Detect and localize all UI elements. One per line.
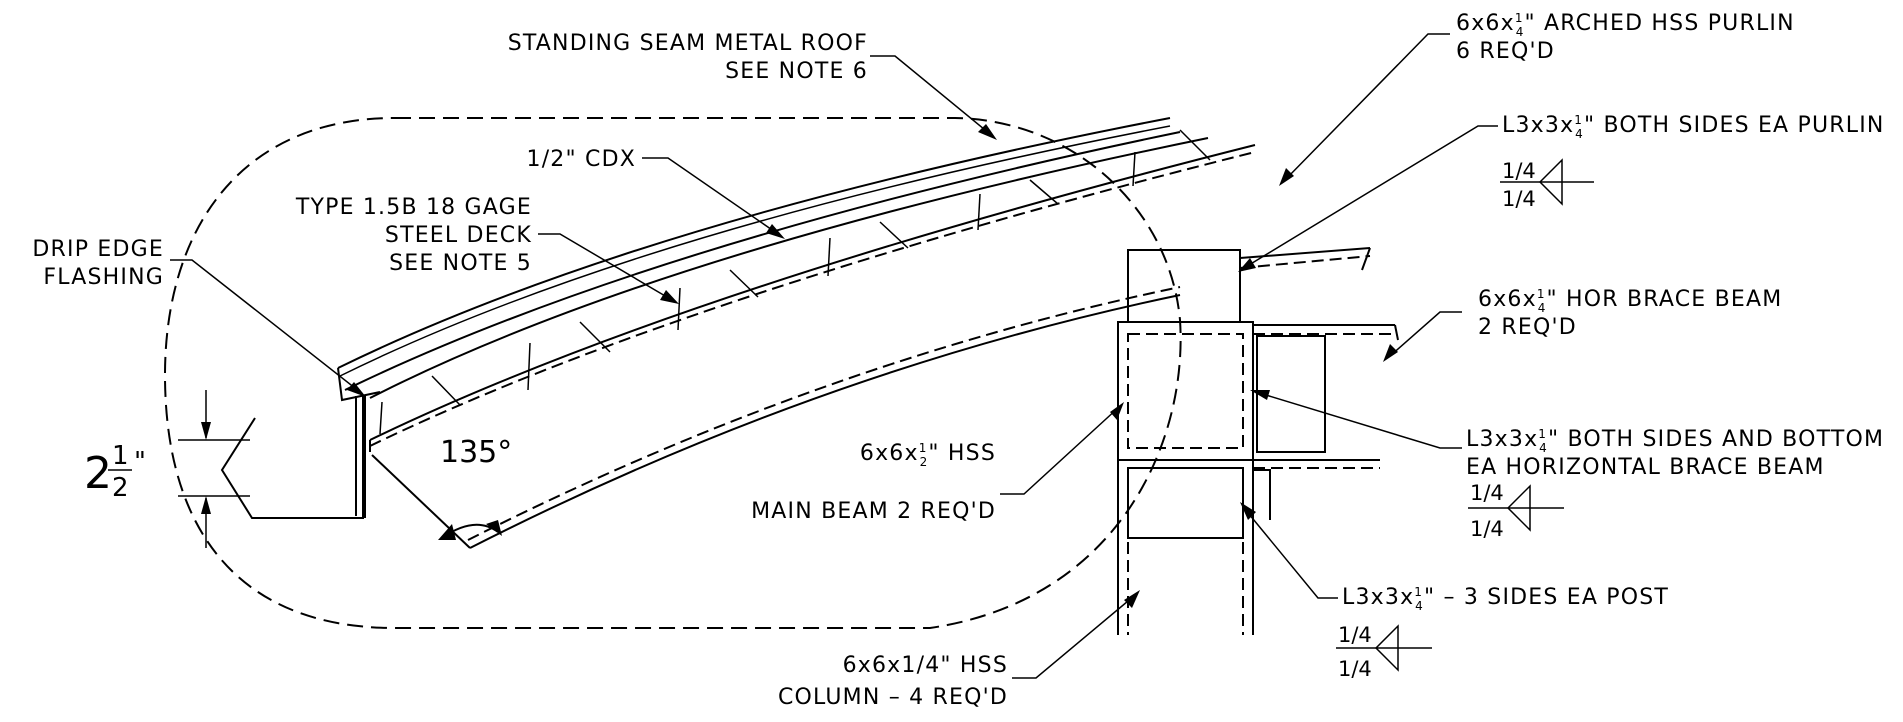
dimension-2-1-2: 2 1 2 " — [84, 390, 250, 548]
label-purlin-2: 6 REQ'D — [1456, 39, 1555, 64]
label-column-2: COLUMN – 4 REQ'D — [778, 685, 1008, 710]
svg-text:1/4: 1/4 — [1338, 623, 1372, 647]
roof-assembly — [337, 117, 1256, 447]
label-main-beam-2: MAIN BEAM 2 REQ'D — [751, 499, 996, 524]
weld-symbol-purlin: 1/4 1/4 — [1500, 158, 1594, 211]
detail-boundary — [163, 117, 1182, 629]
angle-label: 135° — [440, 435, 512, 470]
svg-text:1/4: 1/4 — [1470, 481, 1504, 505]
horizontal-brace-beam — [1253, 324, 1399, 469]
label-roof-1: STANDING SEAM METAL ROOF — [508, 31, 868, 56]
dimension-den: 2 — [112, 473, 129, 503]
label-drip-1: DRIP EDGE — [32, 237, 164, 262]
label-deck-1: TYPE 1.5B 18 GAGE — [295, 195, 532, 220]
steel-deck-top — [369, 137, 1209, 399]
purlin-clip-block — [1127, 249, 1241, 323]
label-drip-2: FLASHING — [43, 265, 164, 290]
weld-symbol-post: 1/4 1/4 — [1336, 623, 1432, 681]
leaders — [170, 33, 1498, 679]
callouts: STANDING SEAM METAL ROOF SEE NOTE 6 1/2"… — [32, 11, 1885, 710]
label-column-1: 6x6x1/4" HSS — [843, 653, 1008, 678]
label-roof-2: SEE NOTE 6 — [725, 59, 868, 84]
svg-text:1/4: 1/4 — [1470, 517, 1504, 541]
label-deck-3: SEE NOTE 5 — [389, 251, 532, 276]
label-hor-brace-2: 2 REQ'D — [1478, 315, 1577, 340]
cdx-sheathing — [344, 131, 1181, 391]
main-beam-section — [1117, 321, 1254, 461]
angle-indicator — [438, 520, 502, 540]
hss-column — [1117, 460, 1271, 635]
drip-edge-flashing — [220, 395, 366, 519]
dimension-num: 1 — [112, 441, 129, 471]
dimension-unit: " — [134, 447, 146, 477]
svg-text:1/4: 1/4 — [1502, 187, 1536, 211]
label-deck-2: STEEL DECK — [385, 223, 532, 248]
svg-text:1/4: 1/4 — [1338, 657, 1372, 681]
label-angle-brace-2: EA HORIZONTAL BRACE BEAM — [1466, 455, 1825, 480]
dimension-whole: 2 — [84, 448, 112, 499]
standing-seam-roof — [337, 117, 1171, 369]
deck-flutes — [379, 129, 1211, 435]
label-cdx: 1/2" CDX — [527, 147, 637, 172]
steel-deck-bottom — [369, 144, 1256, 441]
weld-symbol-brace: 1/4 1/4 — [1468, 481, 1564, 541]
svg-text:1/4: 1/4 — [1502, 159, 1536, 183]
